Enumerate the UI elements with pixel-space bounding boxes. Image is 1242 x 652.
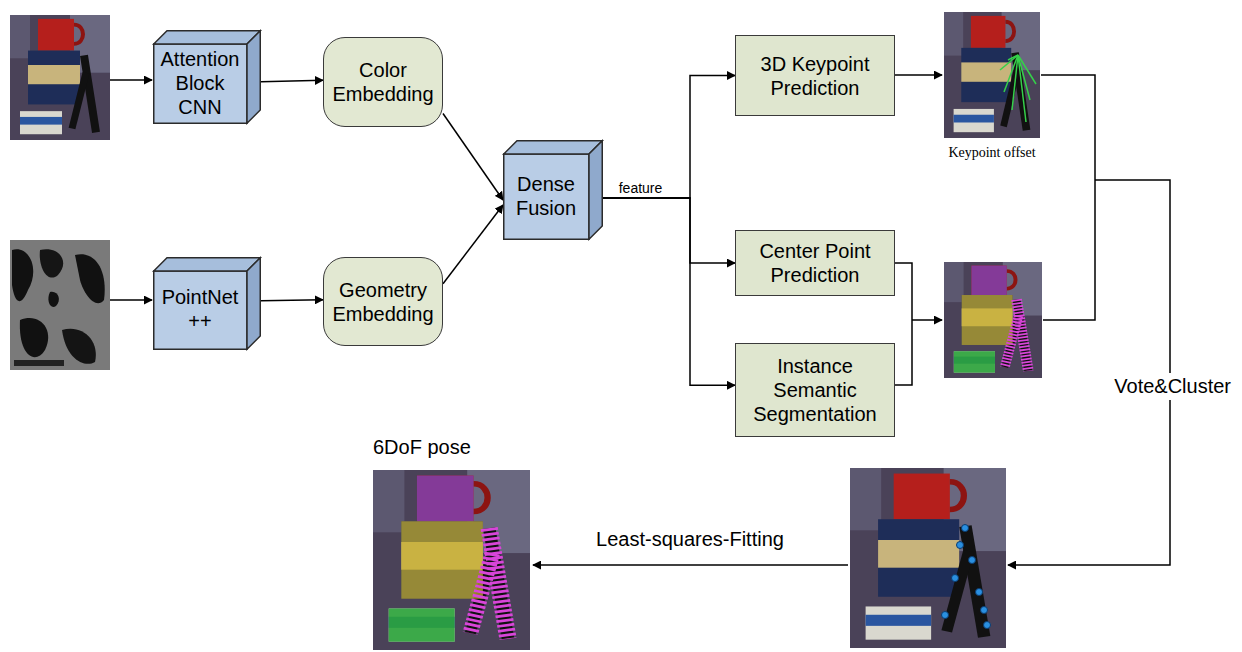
flow-arrow <box>893 74 942 76</box>
node-label: PointNet ++ <box>156 285 244 333</box>
node-label: Color Embedding <box>330 58 436 106</box>
connector <box>603 76 735 199</box>
connector <box>443 114 503 201</box>
prediction-box: Center Point Prediction <box>735 230 895 296</box>
bracket-line <box>1041 75 1095 320</box>
input-arrow <box>110 299 152 301</box>
prediction-box: 3D Keypoint Prediction <box>735 35 895 116</box>
embedding-box: Color Embedding <box>323 37 443 127</box>
merge-line <box>893 263 912 385</box>
fusion-block: Dense Fusion <box>503 140 603 240</box>
pose-image <box>373 470 530 650</box>
flow-arrow <box>912 319 942 321</box>
connector <box>261 300 323 301</box>
keypoint-result-image <box>850 468 1006 648</box>
node-label: Attention Block CNN <box>156 47 244 119</box>
node-label: Instance Semantic Segmentation <box>742 354 888 426</box>
flow-arrow <box>533 564 848 566</box>
pointnet-block: PointNet ++ <box>153 257 261 350</box>
node-label: Dense Fusion <box>506 172 586 220</box>
step-label: Least-squares-Fitting <box>560 528 820 551</box>
segmentation-image <box>944 262 1042 378</box>
step-label: Vote&Cluster <box>1111 373 1234 400</box>
embedding-box: Geometry Embedding <box>323 257 443 346</box>
keypoint-image <box>944 12 1040 138</box>
depth-image <box>10 240 110 370</box>
node-label: 3D Keypoint Prediction <box>742 52 888 100</box>
cnn-block: Attention Block CNN <box>153 30 261 124</box>
output-label: 6DoF pose <box>373 436 530 459</box>
input-arrow <box>110 79 152 81</box>
connector <box>603 198 735 263</box>
segmentation-box: Instance Semantic Segmentation <box>735 343 895 437</box>
image-caption: Keypoint offset <box>944 145 1040 161</box>
edge-label: feature <box>619 180 663 196</box>
node-label: Center Point Prediction <box>742 239 888 287</box>
connector <box>603 198 735 385</box>
rgb-image <box>10 15 110 140</box>
connector <box>261 80 323 82</box>
node-label: Geometry Embedding <box>330 278 436 326</box>
connector <box>443 205 503 284</box>
